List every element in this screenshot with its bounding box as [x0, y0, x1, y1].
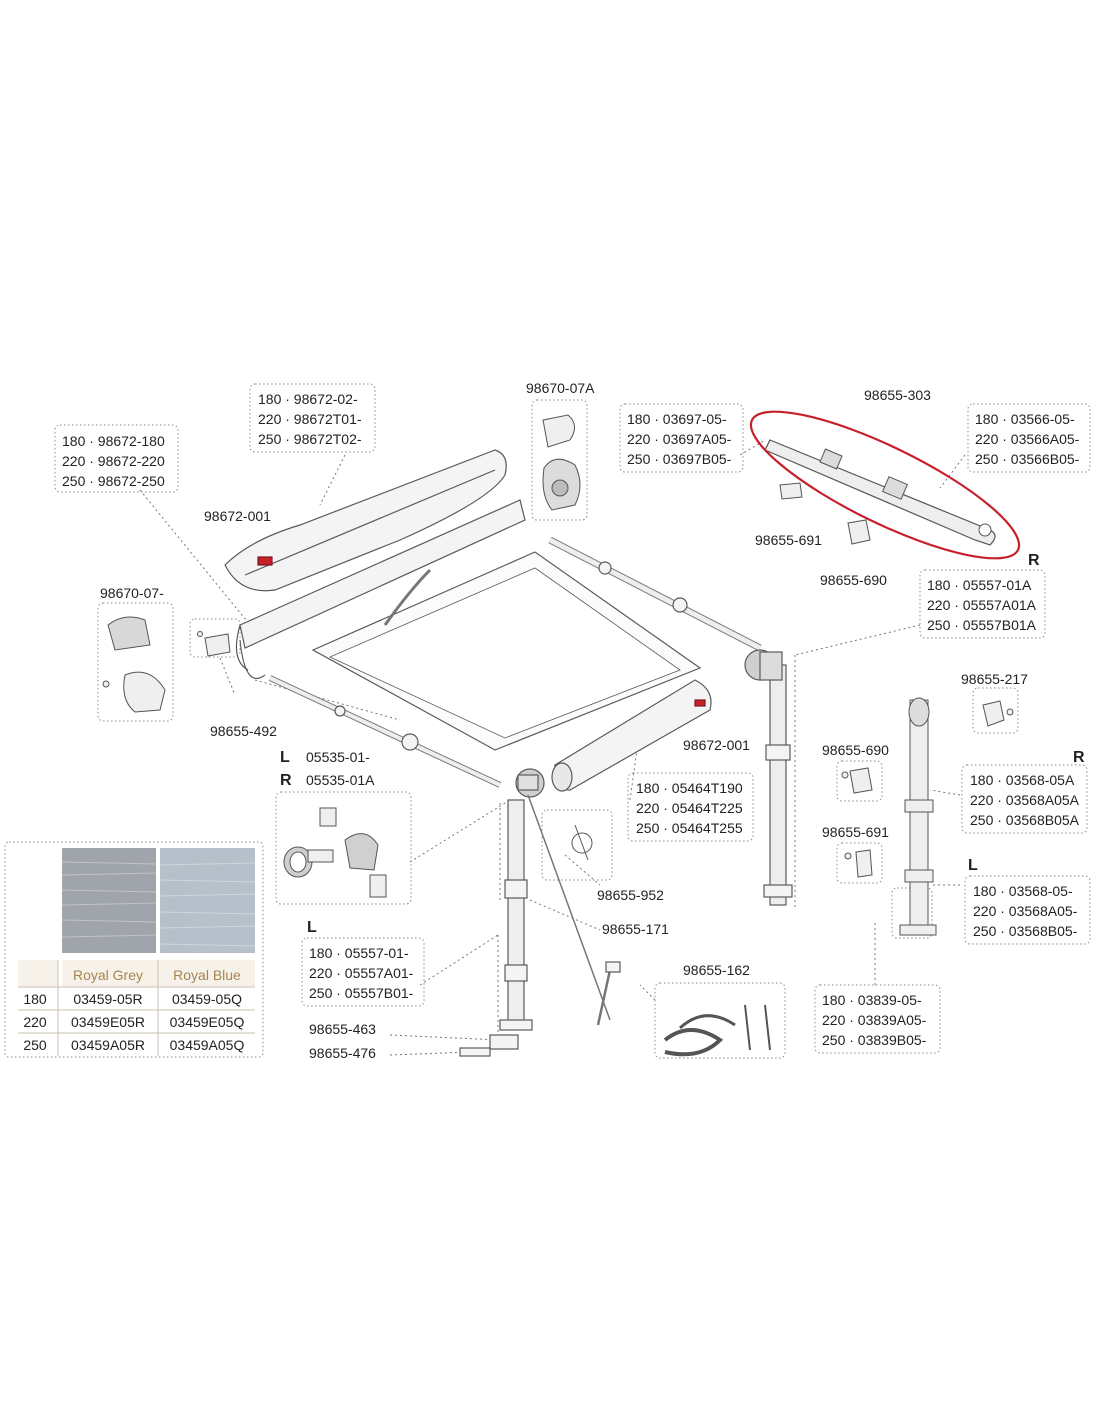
callout-line: 220 · 03566A05- [975, 431, 1080, 447]
swatch-royal-grey [62, 848, 156, 953]
part-label: 98655-217 [961, 671, 1028, 687]
callout-line: 250 · 03566B05- [975, 451, 1080, 467]
part-label: 98670-07- [100, 585, 164, 601]
part-labels: 98670-07A 98655-303 98672-001 98655-691 … [100, 380, 1028, 1061]
part-label: 98655-463 [309, 1021, 376, 1037]
part-label: 98655-162 [683, 962, 750, 978]
part-label: 98655-476 [309, 1045, 376, 1061]
callout-line: 220 · 03839A05- [822, 1012, 927, 1028]
callout-line: 220 · 98672T01- [258, 411, 362, 427]
callout-line: 180 · 03697-05- [627, 411, 727, 427]
callout-line: 180 · 03839-05- [822, 992, 922, 1008]
callout-line: 250 · 05557B01- [309, 985, 414, 1001]
callout-line: 250 · 03839B05- [822, 1032, 927, 1048]
part-label: 98672-001 [683, 737, 750, 753]
side-marker-right: R [1073, 749, 1085, 766]
part-label: 98672-001 [204, 508, 271, 524]
side-marker-left: L [280, 749, 290, 766]
table-cell: 03459-05Q [172, 991, 242, 1007]
callout-line: 220 · 05464T225 [636, 800, 743, 816]
callout-line: 250 · 03697B05- [627, 451, 732, 467]
callout-line: 180 · 05557-01A [927, 577, 1032, 593]
callout-texts: 180 · 98672-180 220 · 98672-220 250 · 98… [62, 391, 1080, 1048]
part-label: 98655-690 [822, 742, 889, 758]
callout-line: 220 · 05557A01- [309, 965, 414, 981]
part-label: 98655-691 [755, 532, 822, 548]
header-royal-grey: Royal Grey [73, 967, 143, 983]
callout-line: 250 · 05557B01A [927, 617, 1037, 633]
awning-assembly [224, 449, 793, 1057]
callout-line: 220 · 03697A05- [627, 431, 732, 447]
part-label: 98655-691 [822, 824, 889, 840]
callout-line: 180 · 98672-02- [258, 391, 358, 407]
callout-line: 180 · 03568-05- [973, 883, 1073, 899]
table-cell: 03459E05R [71, 1014, 145, 1030]
fabric-table: Royal Grey Royal Blue 180 03459-05R 0345… [18, 848, 256, 1056]
table-cell: 220 [23, 1014, 47, 1030]
callout-line: 220 · 03568A05A [970, 792, 1080, 808]
callout-frames [4, 383, 1091, 1059]
callout-line: 220 · 98672-220 [62, 453, 165, 469]
side-marker-left: L [307, 919, 317, 936]
callout-line: 180 · 05557-01- [309, 945, 409, 961]
leader-lines [139, 439, 966, 1056]
table-cell: 03459A05R [71, 1037, 145, 1053]
side-marker-right: R [1028, 552, 1040, 569]
side-marker-left: L [968, 857, 978, 874]
callout-line: 250 · 03568B05A [970, 812, 1080, 828]
callout-line: 180 · 03568-05A [970, 772, 1075, 788]
part-label: 98655-492 [210, 723, 277, 739]
callout-line: 220 · 03568A05- [973, 903, 1078, 919]
side-markers: R R L L R L [280, 552, 1085, 936]
callout-line: 220 · 05557A01A [927, 597, 1037, 613]
table-cell: 03459E05Q [170, 1014, 245, 1030]
highlighted-arm[interactable] [735, 386, 1034, 584]
callout-line: 180 · 03566-05- [975, 411, 1075, 427]
table-cell: 250 [23, 1037, 47, 1053]
side-marker-right: R [280, 772, 292, 789]
swatch-royal-blue [160, 848, 255, 953]
callout-line: 250 · 98672-250 [62, 473, 165, 489]
part-label: 05535-01A [306, 772, 375, 788]
callout-parts [102, 414, 1014, 1057]
part-label: 98655-690 [820, 572, 887, 588]
callout-line: 250 · 98672T02- [258, 431, 362, 447]
part-label: 98655-952 [597, 887, 664, 903]
part-label: 98670-07A [526, 380, 595, 396]
callout-line: 250 · 05464T255 [636, 820, 743, 836]
part-label: 98655-303 [864, 387, 931, 403]
table-cell: 180 [23, 991, 47, 1007]
header-royal-blue: Royal Blue [173, 967, 241, 983]
part-label: 05535-01- [306, 749, 370, 765]
table-cell: 03459-05R [73, 991, 142, 1007]
callout-line: 180 · 05464T190 [636, 780, 743, 796]
callout-line: 180 · 98672-180 [62, 433, 165, 449]
part-label: 98655-171 [602, 921, 669, 937]
highlight-ellipse [749, 410, 1021, 560]
callout-line: 250 · 03568B05- [973, 923, 1078, 939]
table-cell: 03459A05Q [170, 1037, 245, 1053]
